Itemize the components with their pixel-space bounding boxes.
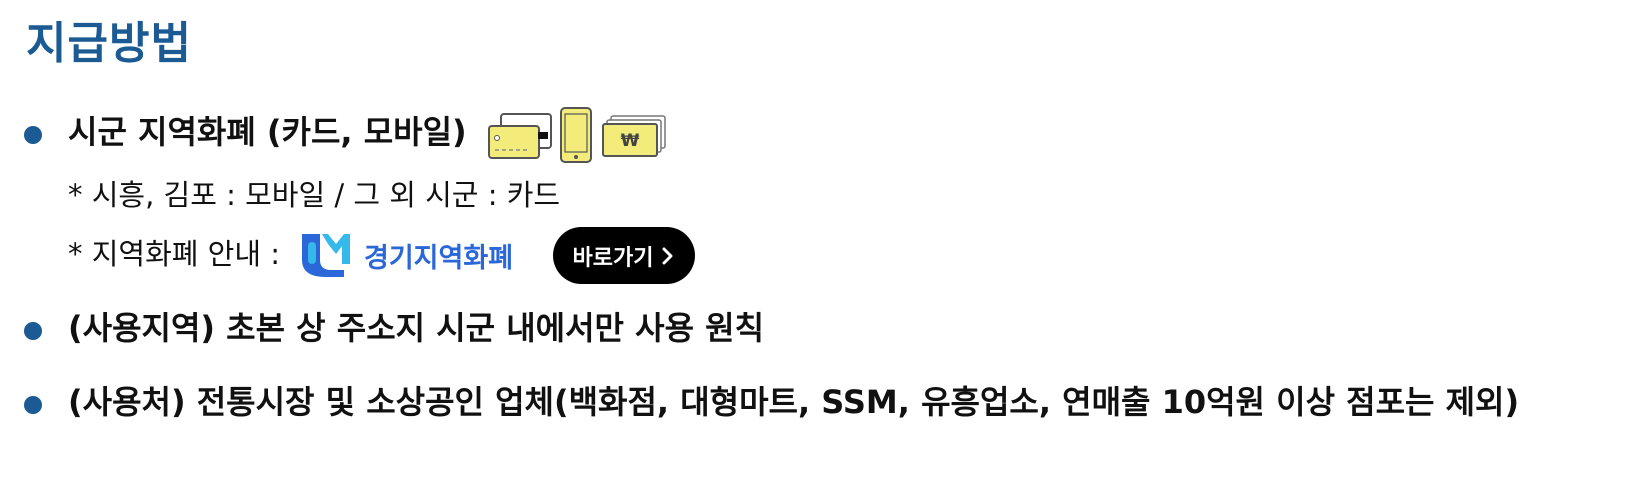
logo-mark-icon: [302, 234, 350, 277]
go-button[interactable]: 바로가기: [553, 227, 695, 284]
gyeonggi-local-currency-logo: 경기지역화폐: [298, 230, 534, 280]
card-icon: [488, 113, 552, 159]
section-title: 지급방법: [26, 18, 192, 69]
usage-region-item: (사용지역) 초본 상 주소지 시군 내에서만 사용 원칙: [68, 309, 765, 347]
won-symbol: ₩: [621, 131, 640, 151]
payment-icons: ₩: [488, 107, 666, 163]
bullet-icon: [24, 126, 42, 144]
payment-note: * 시흥, 김포 : 모바일 / 그 외 시군 : 카드: [68, 178, 561, 212]
bullet-icon: [24, 322, 42, 340]
guide-prefix: * 지역화폐 안내 :: [68, 237, 281, 271]
go-button-label: 바로가기: [572, 245, 654, 271]
payment-method-item: 시군 지역화폐 (카드, 모바일): [68, 113, 467, 151]
chevron-right-icon: [662, 247, 673, 264]
mobile-icon: [560, 107, 592, 163]
bullet-icon: [24, 396, 42, 414]
usage-place-item: (사용처) 전통시장 및 소상공인 업체(백화점, 대형마트, SSM, 유흥업…: [68, 383, 1520, 421]
cash-icon: ₩: [602, 115, 666, 157]
logo-text: 경기지역화폐: [364, 242, 514, 274]
